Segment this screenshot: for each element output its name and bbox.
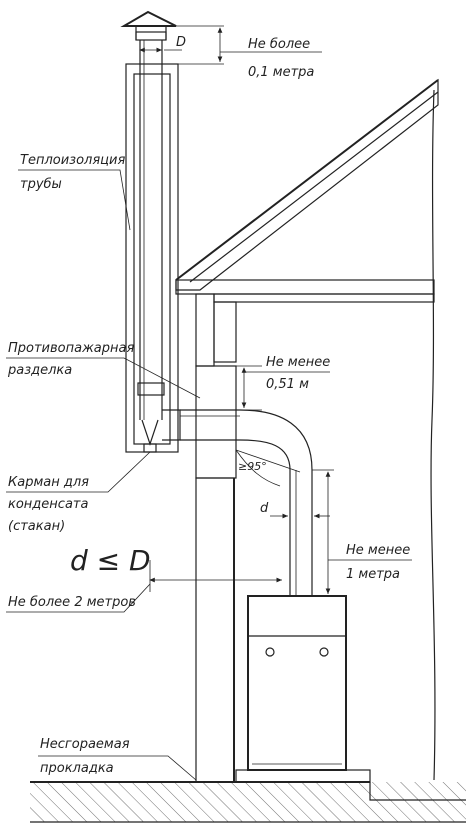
fire-break-block: [195, 365, 237, 479]
insulation-label-line2: трубы: [20, 177, 62, 192]
insulation-label-line1: Теплоизоляция: [20, 153, 125, 168]
boiler-knob-left: [265, 647, 275, 657]
flue-pipe: [180, 409, 313, 596]
tee-connector: [162, 409, 181, 441]
min-051-line2: 0,51 м: [266, 377, 309, 392]
top-note-line1: Не более: [248, 37, 310, 52]
boiler-knob-right: [319, 647, 329, 657]
formula-label: d ≤ D: [70, 544, 151, 577]
firebreak-label-line1: Противопажарная: [8, 341, 134, 356]
dim-top-letter: D: [176, 35, 186, 50]
pocket-label-line1: Карман для: [8, 475, 89, 490]
pocket-label-line2: конденсата: [8, 497, 88, 512]
dim-firebreak: [236, 365, 330, 411]
gasket-plate: [235, 769, 371, 783]
angle-arc: [235, 449, 281, 487]
dim-max-2m: [6, 560, 282, 613]
chimney-cap: [120, 10, 177, 41]
min-051-line1: Не менее: [266, 355, 330, 370]
top-note-line2: 0,1 метра: [248, 65, 314, 80]
chimney-pipe: [137, 40, 165, 453]
min-1m-line1: Не менее: [346, 543, 410, 558]
gasket-label-line2: прокладка: [40, 761, 114, 776]
ceiling-beam: [213, 293, 435, 363]
dim-top-gap: [139, 25, 224, 65]
building-outline: [430, 89, 436, 781]
dim-min-1m: [312, 469, 412, 597]
max-2m-label: Не более 2 метров: [8, 595, 136, 610]
gasket-label-line1: Несгораемая: [40, 737, 130, 752]
brick-wall-lower: [195, 477, 235, 783]
dim-small-letter: d: [260, 501, 269, 516]
boiler: [247, 595, 347, 771]
chimney-insulation: [125, 63, 179, 453]
brick-wall-upper: [195, 293, 215, 367]
angle-label: ≥95°: [238, 460, 267, 473]
pocket-label-line3: (стакан): [8, 519, 65, 534]
firebreak-label-line2: разделка: [7, 363, 72, 378]
floor: [30, 781, 466, 823]
roof: [175, 78, 439, 295]
min-1m-line2: 1 метра: [346, 567, 400, 582]
